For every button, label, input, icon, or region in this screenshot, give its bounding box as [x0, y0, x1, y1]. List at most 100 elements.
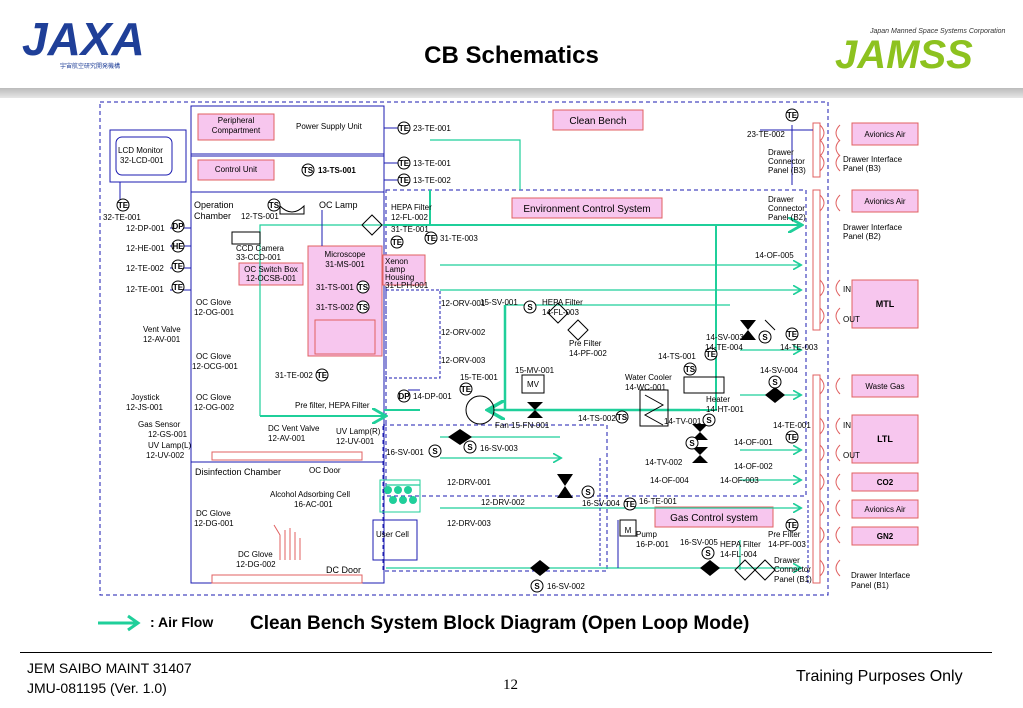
svg-text:16-SV-002: 16-SV-002: [547, 582, 585, 591]
svg-text:14-TS-002: 14-TS-002: [578, 414, 616, 423]
diagram-caption: Clean Bench System Block Diagram (Open L…: [250, 613, 750, 634]
svg-text:DC Glove: DC Glove: [238, 550, 273, 559]
svg-text:14-TE-004: 14-TE-004: [705, 343, 743, 352]
svg-text:TS: TS: [685, 365, 696, 374]
svg-text:OUT: OUT: [843, 451, 860, 460]
svg-text:UV Lamp(L): UV Lamp(L): [148, 441, 191, 450]
svg-text:Drawer Interface: Drawer Interface: [843, 223, 903, 232]
svg-text:Microscope: Microscope: [325, 250, 366, 259]
te-14-004-icon: TE: [785, 327, 799, 341]
svg-text:16-AC-001: 16-AC-001: [294, 500, 333, 509]
svg-text:12-DRV-002: 12-DRV-002: [481, 498, 525, 507]
svg-text:IN: IN: [843, 421, 851, 430]
svg-text:M: M: [625, 526, 632, 535]
svg-text:DC Vent Valve: DC Vent Valve: [268, 424, 320, 433]
svg-text:Pre Filter: Pre Filter: [569, 339, 602, 348]
ts-13-001-icon: TS: [301, 163, 315, 177]
svg-text:OC Door: OC Door: [309, 466, 341, 475]
footer-doc-version: JMU-081195 (Ver. 1.0): [27, 680, 167, 696]
clean-bench-label-box: [552, 109, 644, 131]
jamss-logo-subtext: Japan Manned Space Systems Corporation: [869, 28, 1006, 35]
s-16-sv002-icon: S: [530, 579, 544, 593]
te-16-001-icon: TE: [623, 497, 637, 511]
svg-text:14-OF-003: 14-OF-003: [720, 476, 759, 485]
svg-text:TE: TE: [787, 111, 798, 120]
footer-doc-id: JEM SAIBO MAINT 31407: [27, 660, 192, 676]
svg-text:12-OCG-001: 12-OCG-001: [192, 362, 238, 371]
motor-valve: [521, 374, 545, 394]
mtl-box: [851, 279, 919, 329]
svg-text:Xenon: Xenon: [385, 257, 408, 266]
svg-text:33-CCD-001: 33-CCD-001: [236, 253, 281, 262]
svg-text:Drawer Interface: Drawer Interface: [843, 155, 903, 164]
svg-text:Avionics Air: Avionics Air: [864, 130, 906, 139]
svg-text:S: S: [762, 333, 768, 342]
svg-text:S: S: [706, 416, 712, 425]
svg-text:MTL: MTL: [876, 299, 895, 309]
jaxa-logo-text: JAXA: [22, 13, 145, 65]
svg-text:12-UV-002: 12-UV-002: [146, 451, 185, 460]
dp-12-001-icon: DP: [171, 219, 185, 233]
s-16-sv001-icon: S: [428, 444, 442, 458]
clean-bench-label: Clean Bench: [569, 116, 626, 127]
svg-text:31-TS-001: 31-TS-001: [316, 283, 354, 292]
svg-text:14-FL-004: 14-FL-004: [720, 550, 757, 559]
svg-text:DC Glove: DC Glove: [196, 509, 231, 518]
svg-text:16-SV-001: 16-SV-001: [386, 448, 424, 457]
te-31-002-icon: TE: [315, 368, 329, 382]
svg-text:CO2: CO2: [877, 478, 894, 487]
svg-text:TE: TE: [787, 433, 798, 442]
svg-text:16-SV-004: 16-SV-004: [582, 499, 620, 508]
te-14-003-icon: TE: [785, 430, 799, 444]
svg-text:Panel (B1): Panel (B1): [851, 581, 889, 590]
lcd-monitor-box: [109, 129, 187, 183]
svg-text:14-DP-001: 14-DP-001: [413, 392, 452, 401]
te-31-001-icon: TE: [390, 235, 404, 249]
svg-text:TS: TS: [617, 413, 628, 422]
svg-text:S: S: [772, 378, 778, 387]
svg-text:IN: IN: [843, 285, 851, 294]
svg-text:OC Glove: OC Glove: [196, 298, 232, 307]
te-pf-icon: TE: [785, 518, 799, 532]
svg-text:14-PF-002: 14-PF-002: [569, 349, 607, 358]
te-31-003-icon: TE: [424, 231, 438, 245]
svg-text:Connector: Connector: [774, 565, 811, 574]
svg-text:TS: TS: [269, 201, 280, 210]
jamss-logo-text: JAMSS: [835, 33, 973, 77]
svg-text:TE: TE: [173, 283, 184, 292]
svg-text:DP: DP: [172, 222, 184, 231]
svg-text:LTL: LTL: [877, 434, 893, 444]
svg-text:Panel (B3): Panel (B3): [843, 164, 881, 173]
svg-text:14-TE-001: 14-TE-001: [773, 421, 811, 430]
svg-text:Panel (B2): Panel (B2): [768, 213, 806, 222]
svg-text:14-TV-001: 14-TV-001: [664, 417, 702, 426]
alcohol-cell: [379, 479, 421, 513]
svg-text:12-TE-001: 12-TE-001: [126, 285, 164, 294]
footer-divider: [20, 652, 992, 653]
s-16-sv004-icon: S: [581, 485, 595, 499]
svg-text:12-ORV-001: 12-ORV-001: [441, 299, 486, 308]
right-destinations: [851, 122, 919, 546]
svg-text:HEPA Filter: HEPA Filter: [720, 540, 761, 549]
svg-text:12-OG-002: 12-OG-002: [194, 403, 235, 412]
gas-control-label: Gas Control system: [670, 513, 758, 524]
fan-15: [465, 395, 495, 425]
svg-text:TS: TS: [303, 166, 314, 175]
svg-text:12-DG-002: 12-DG-002: [236, 560, 276, 569]
svg-text:OC Lamp: OC Lamp: [319, 200, 358, 210]
svg-text:15-TE-001: 15-TE-001: [460, 373, 498, 382]
svg-text:DC Door: DC Door: [326, 565, 361, 575]
valve-14sv004: [765, 387, 785, 403]
svg-text:MV: MV: [527, 380, 540, 389]
svg-text:S: S: [527, 303, 533, 312]
svg-text:TE: TE: [787, 330, 798, 339]
svg-text:TE: TE: [625, 500, 636, 509]
heater: [683, 376, 725, 394]
svg-text:OC Switch Box: OC Switch Box: [244, 265, 298, 274]
svg-text:14-WC-001: 14-WC-001: [625, 383, 666, 392]
peripheral-box: [197, 113, 275, 141]
svg-text:TE: TE: [399, 176, 410, 185]
svg-text:12-JS-001: 12-JS-001: [126, 403, 163, 412]
svg-text:15-SV-001: 15-SV-001: [480, 298, 518, 307]
microscope-box: [307, 245, 383, 357]
